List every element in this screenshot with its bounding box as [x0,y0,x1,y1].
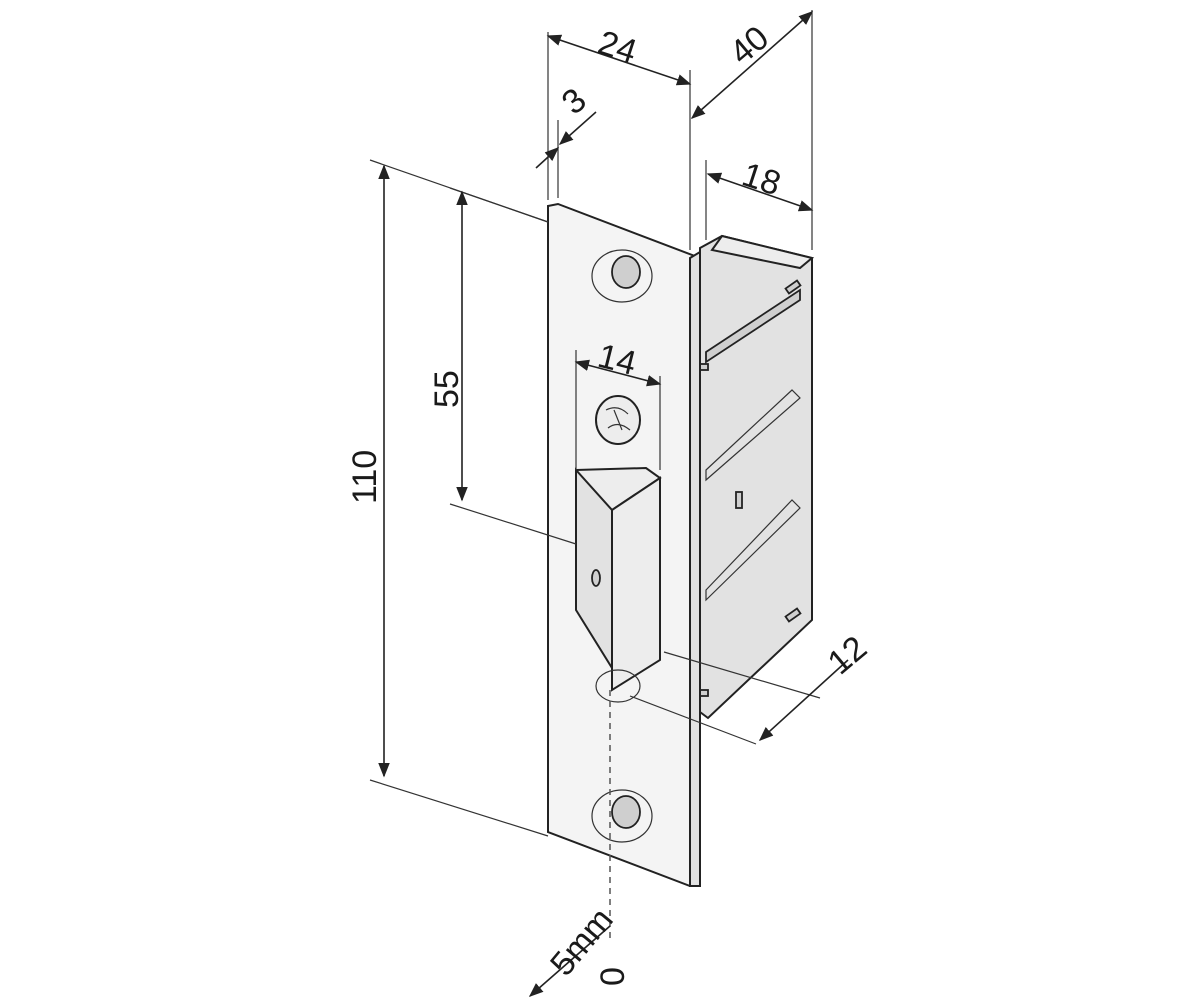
label-3: 3 [555,81,594,122]
label-14: 14 [594,337,640,383]
top-screw-hole [591,249,653,303]
dimension-labels: 24 40 3 18 110 55 14 12 5mm 0 [346,19,874,986]
label-40: 40 [723,19,776,72]
bottom-screw-hole [591,789,653,843]
label-18: 18 [738,155,786,203]
label-24: 24 [594,23,642,71]
label-12: 12 [821,629,874,682]
latch-bolt [575,466,662,703]
rear-housing [697,234,815,720]
label-110: 110 [346,450,384,504]
label-zero: 0 [594,967,632,986]
label-55: 55 [428,370,466,408]
dimension-lines [369,10,849,997]
